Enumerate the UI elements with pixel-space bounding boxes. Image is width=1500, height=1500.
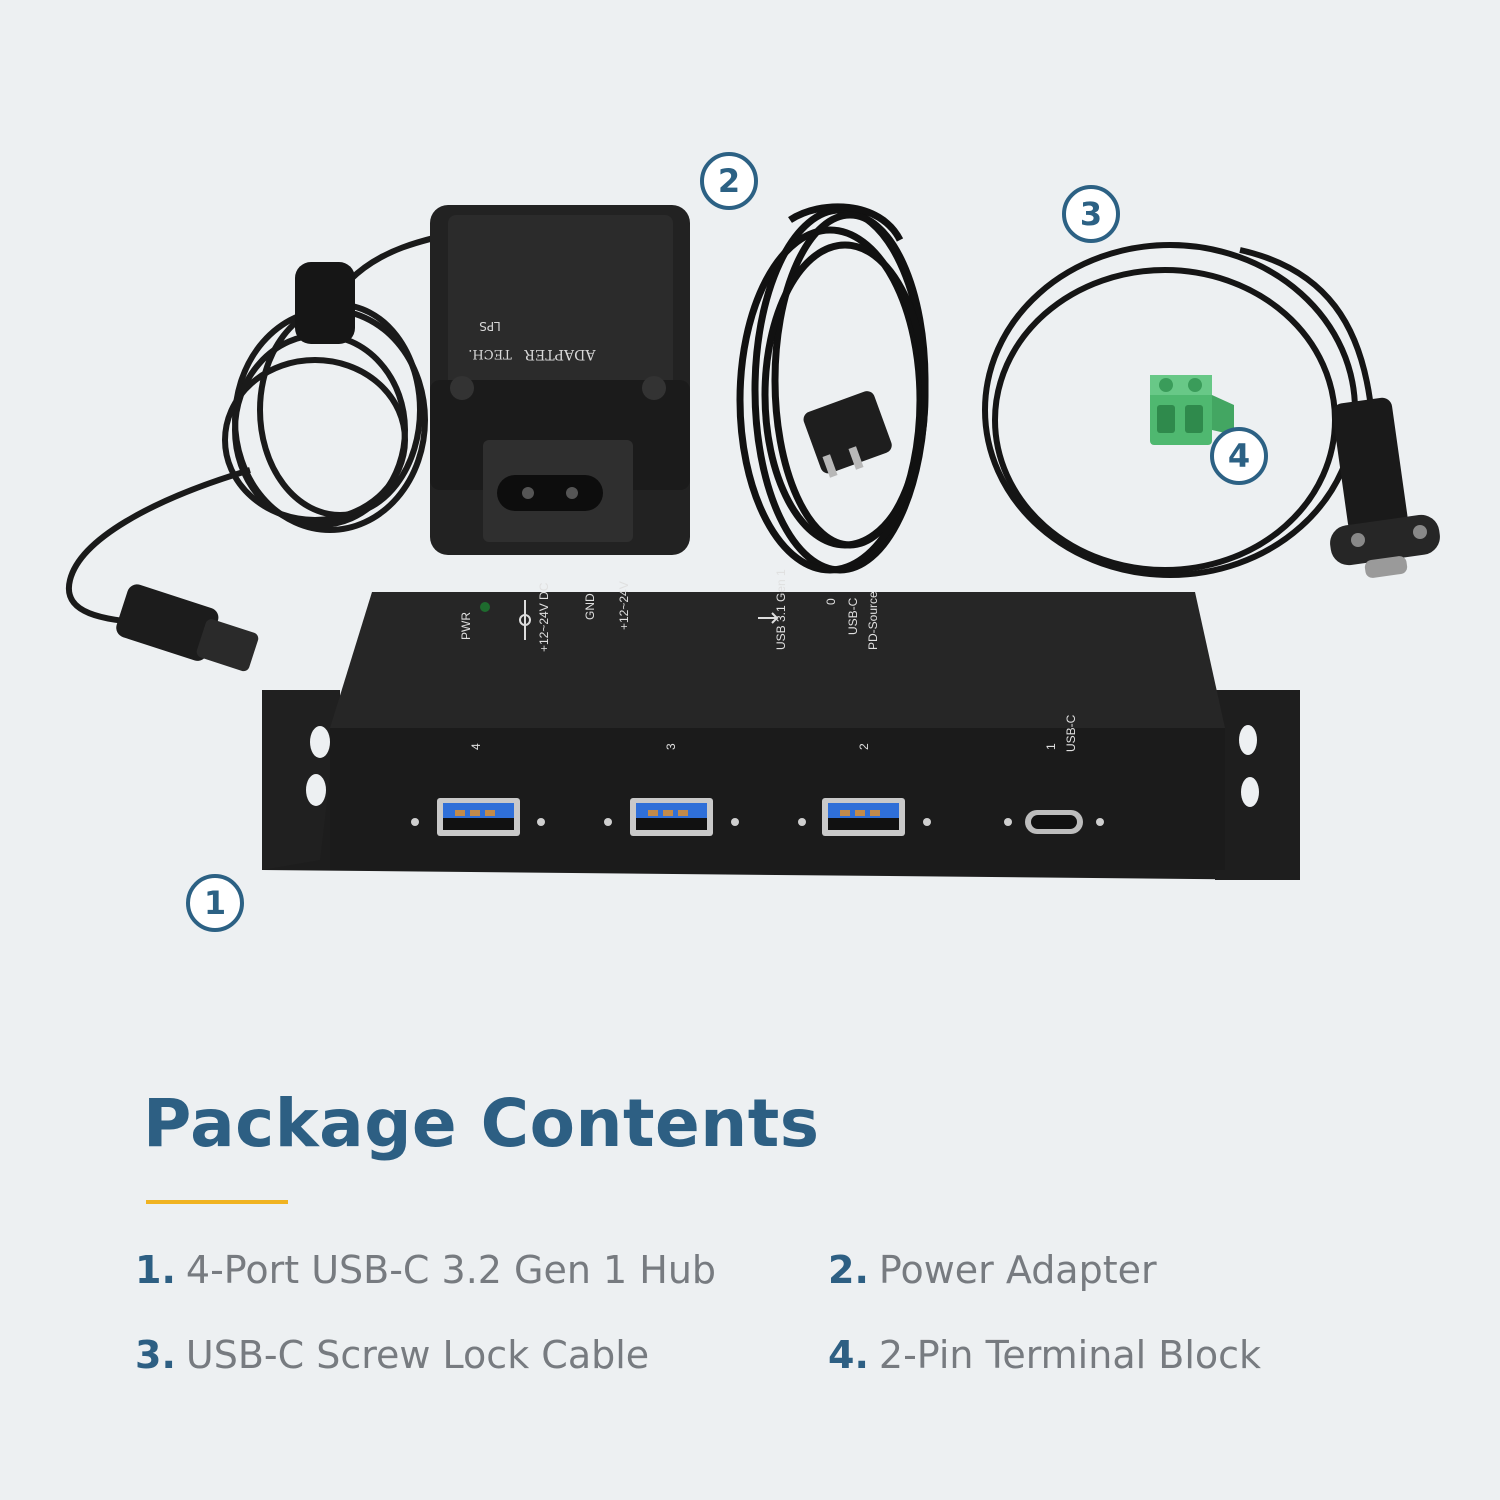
label-gnd: GND [583, 593, 597, 620]
list-item: 2.Power Adapter [828, 1248, 1157, 1292]
label-port1: 1 [1044, 743, 1058, 750]
usb-hub: PWR +12~24V DC GND +12~24V USB 3.1 Gen 1… [262, 569, 1300, 880]
product-photo: ADAPTER TECH. LPS [65, 152, 1440, 932]
label-port0: 0 [824, 598, 838, 605]
list-item: 4.2-Pin Terminal Block [828, 1333, 1261, 1377]
usb-a-port-3 [604, 798, 739, 836]
callout-marker-1: 1 [186, 874, 244, 932]
dc-barrel-plug [116, 584, 259, 672]
list-item-label: 4-Port USB-C 3.2 Gen 1 Hub [185, 1248, 717, 1292]
terminal-block [1150, 375, 1234, 445]
label-port4: 4 [469, 743, 483, 750]
adapter-tech-text: TECH. [468, 346, 512, 361]
usb-a-port-2 [798, 798, 931, 836]
adapter-lps-text: LPS [479, 319, 501, 333]
ferrite-bead [295, 262, 355, 344]
callout-marker-2: 2 [700, 152, 758, 210]
label-pd-source: PD-Source [866, 591, 880, 650]
label-usb-gen: USB 3.1 Gen 1 [774, 569, 788, 650]
list-item-number: 3. [135, 1333, 176, 1377]
power-adapter: ADAPTER TECH. LPS [430, 205, 690, 555]
usb-a-port-4 [411, 798, 545, 836]
list-item-number: 4. [828, 1333, 869, 1377]
callout-marker-3: 3 [1062, 185, 1120, 243]
label-port2: 2 [857, 743, 871, 750]
callout-marker-4: 4 [1210, 427, 1268, 485]
adapter-brand-text: ADAPTER [524, 346, 596, 362]
label-dc-in: +12~24V DC [537, 582, 551, 652]
list-item-label: 2-Pin Terminal Block [878, 1333, 1262, 1377]
ac-power-cord [736, 203, 929, 574]
ac-plug [803, 391, 892, 478]
label-pwr: PWR [459, 612, 473, 640]
label-voltage: +12~24V [617, 581, 631, 630]
product-illustration: ADAPTER TECH. LPS [65, 203, 1440, 880]
usbc-connector [1330, 397, 1440, 578]
list-item-label: USB-C Screw Lock Cable [185, 1333, 650, 1377]
label-port3: 3 [664, 743, 678, 750]
page-title: Package Contents [143, 1085, 820, 1162]
adapter-dc-cable [65, 227, 471, 628]
label-usbc-top: USB-C [846, 597, 860, 635]
list-item-label: Power Adapter [878, 1248, 1157, 1292]
usb-c-port-1 [1004, 810, 1104, 834]
list-item-number: 1. [135, 1248, 176, 1292]
usbc-screw-lock-cable [982, 242, 1373, 578]
list-item: 1.4-Port USB-C 3.2 Gen 1 Hub [135, 1248, 716, 1292]
list-item-number: 2. [828, 1248, 869, 1292]
list-item: 3.USB-C Screw Lock Cable [135, 1333, 649, 1377]
title-underline [146, 1200, 288, 1204]
label-usbc-front: USB-C [1064, 714, 1078, 752]
